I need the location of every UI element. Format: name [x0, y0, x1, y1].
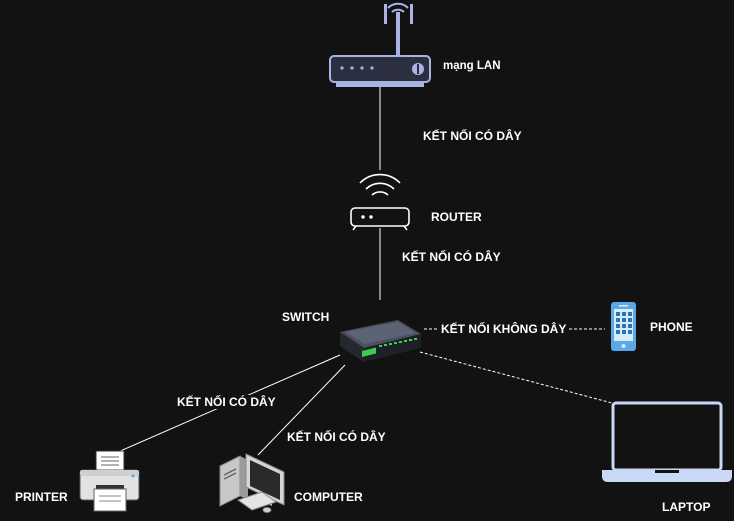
modem-label: mạng LAN — [443, 60, 501, 72]
edge-label-switch-computer: KẾT NỐI CÓ DÂY — [287, 430, 386, 444]
wifi-router-icon — [350, 173, 410, 231]
network-switch-icon — [340, 320, 421, 362]
router-label: ROUTER — [431, 210, 482, 224]
phone-label: PHONE — [650, 320, 693, 334]
printer-label: PRINTER — [15, 490, 68, 504]
edge-switch-laptop — [419, 351, 613, 404]
edge-label-router-switch: KẾT NỐI CÓ DÂY — [402, 250, 501, 264]
edge-label-switch-phone: KẾT NỐI KHÔNG DÂY — [439, 322, 569, 336]
modem-icon — [329, 2, 431, 87]
smartphone-icon — [611, 302, 636, 351]
laptop-icon — [602, 401, 732, 482]
switch-label: SWITCH — [282, 310, 330, 324]
edge-switch-computer — [257, 364, 346, 456]
printer-icon — [79, 450, 140, 512]
computer-label: COMPUTER — [294, 490, 363, 504]
edge-label-modem-router: KẾT NỐI CÓ DÂY — [423, 129, 522, 143]
laptop-label: LAPTOP — [662, 500, 711, 514]
edge-label-switch-printer: KẾT NỐI CÓ DÂY — [175, 395, 278, 409]
desktop-computer-icon — [219, 453, 285, 513]
